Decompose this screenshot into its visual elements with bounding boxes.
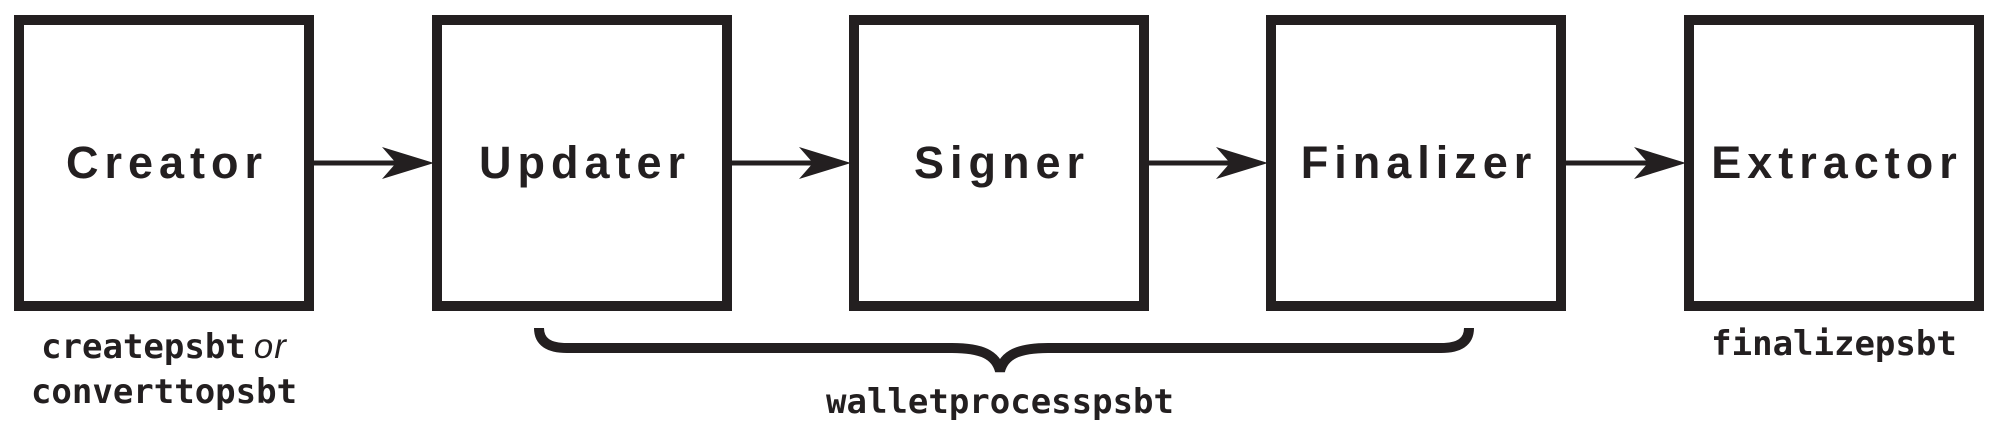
stage-label-updater: Updater — [478, 137, 692, 188]
stage-box-updater: Updater — [432, 15, 732, 311]
stage-label-creator: Creator — [65, 137, 269, 188]
stage-box-extractor: Extractor — [1684, 15, 1984, 311]
caption-code-createpsbt: createpsbt — [41, 327, 246, 367]
flow-arrow-icon — [1560, 147, 1686, 179]
caption-code-converttopsbt: converttopsbt — [30, 372, 298, 412]
flow-arrow-icon — [726, 147, 851, 179]
stage-box-finalizer: Finalizer — [1266, 15, 1566, 311]
stage-label-extractor: Extractor — [1711, 137, 1963, 188]
stage-box-signer: Signer — [849, 15, 1149, 311]
curly-brace — [534, 327, 1474, 373]
caption-walletprocesspsbt: walletprocesspsbt — [826, 382, 1174, 422]
flow-arrow-icon — [306, 147, 434, 179]
caption-finalizepsbt: finalizepsbt — [1711, 324, 1957, 364]
stage-label-finalizer: Finalizer — [1300, 137, 1538, 188]
flow-arrow-icon — [1143, 147, 1268, 179]
stage-label-signer: Signer — [913, 137, 1091, 188]
caption-conjunction-or: or — [253, 327, 287, 366]
stage-box-creator: Creator — [14, 15, 314, 311]
